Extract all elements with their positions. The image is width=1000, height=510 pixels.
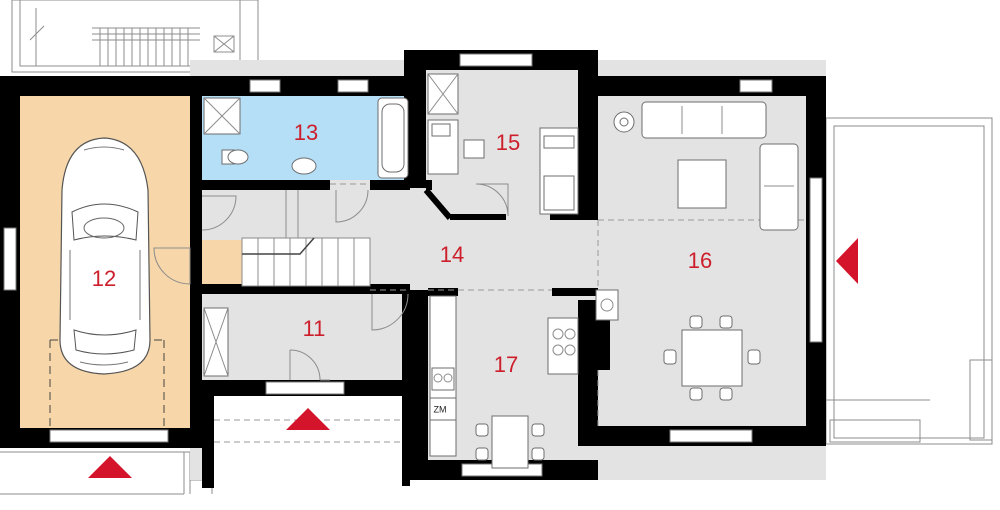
windows	[3, 53, 823, 477]
interior-stairs	[241, 190, 371, 287]
room-number-living: 16	[688, 248, 712, 273]
room-labels: 12 13 14 15 16 17 11 ZM	[92, 120, 712, 415]
exterior-elements	[0, 0, 993, 495]
bathroom-fixtures	[203, 97, 409, 179]
car	[59, 137, 151, 375]
room-number-office: 15	[496, 130, 520, 155]
entry-floor	[202, 240, 242, 284]
dishwasher-label: ZM	[434, 404, 447, 414]
room-number-bathroom: 13	[294, 120, 318, 145]
doors	[153, 183, 509, 381]
kitchen-fixtures	[429, 295, 579, 469]
room-number-kitchen: 17	[494, 352, 518, 377]
garage-entry-arrow	[88, 456, 132, 478]
office-furniture	[427, 73, 579, 215]
terrace-entry-arrow	[836, 238, 858, 284]
room-number-hall: 14	[440, 242, 464, 267]
room-number-garage: 12	[92, 266, 116, 291]
room-number-utility: 11	[303, 316, 326, 341]
entry-arrows	[88, 238, 858, 478]
front-entry-arrow	[286, 408, 330, 430]
exterior-stairs-top	[92, 27, 200, 66]
living-furniture	[595, 101, 799, 401]
utility-fixtures	[203, 307, 229, 377]
